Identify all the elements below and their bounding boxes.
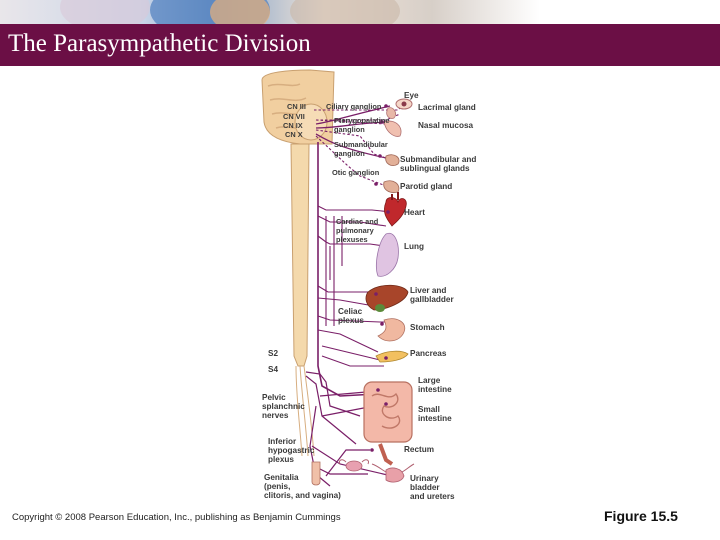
label-cn-10: CN X xyxy=(285,130,303,139)
label-large-intestine-2: intestine xyxy=(418,385,452,394)
label-s2: S2 xyxy=(268,349,278,358)
eye xyxy=(395,98,413,110)
label-genitalia-2: (penis, xyxy=(264,482,290,491)
label-cardiac-plexus-3: plexuses xyxy=(336,235,368,244)
slide-title: The Parasympathetic Division xyxy=(8,30,311,57)
label-cn-3: CN III xyxy=(287,102,306,111)
label-pancreas: Pancreas xyxy=(410,349,447,358)
header-image-blob xyxy=(290,0,400,24)
label-parotid-gland: Parotid gland xyxy=(400,182,452,191)
label-submandibular-ganglion: Submandibular xyxy=(334,140,388,149)
ganglia xyxy=(370,104,390,452)
label-large-intestine: Large xyxy=(418,376,441,385)
nasal-mucosa xyxy=(383,120,402,137)
label-bladder: Urinary xyxy=(410,474,439,483)
pancreas xyxy=(375,350,409,363)
label-ciliary-ganglion: Ciliary ganglion xyxy=(326,102,382,111)
label-otic-ganglion: Otic ganglion xyxy=(332,168,380,177)
label-cn-7: CN VII xyxy=(283,112,305,121)
copyright-text: Copyright © 2008 Pearson Education, Inc.… xyxy=(12,512,341,523)
label-hypogastric-plexus-3: plexus xyxy=(268,455,294,464)
label-eye: Eye xyxy=(404,91,419,100)
title-bar: The Parasympathetic Division xyxy=(0,24,720,66)
label-celiac-plexus: Celiac xyxy=(338,307,363,316)
label-pelvic-nerves: Pelvic xyxy=(262,393,286,402)
header-image-blob xyxy=(60,0,150,24)
label-lung: Lung xyxy=(404,242,424,251)
label-pterygopalatine: Pterygopalatine xyxy=(334,116,389,125)
brain-illustration xyxy=(261,69,335,145)
intestines xyxy=(363,381,413,443)
label-liver: Liver and xyxy=(410,286,446,295)
label-genitalia-3: clitoris, and vagina) xyxy=(264,491,341,500)
urinary-bladder xyxy=(371,463,415,483)
label-pterygopalatine-2: ganglion xyxy=(334,125,365,134)
spinal-cord xyxy=(290,143,310,367)
label-nasal-mucosa: Nasal mucosa xyxy=(418,121,474,130)
rectum xyxy=(378,443,394,466)
label-heart: Heart xyxy=(404,208,425,217)
label-cn-9: CN IX xyxy=(283,121,303,130)
label-celiac-plexus-2: plexus xyxy=(338,316,364,325)
label-hypogastric-plexus-2: hypogastric xyxy=(268,446,315,455)
liver-gallbladder xyxy=(365,284,409,312)
label-small-intestine: Small xyxy=(418,405,440,414)
label-cardiac-plexus-2: pulmonary xyxy=(336,226,375,235)
label-liver-2: gallbladder xyxy=(410,295,454,304)
label-s4: S4 xyxy=(268,365,278,374)
submandibular-gland xyxy=(385,154,400,166)
stomach xyxy=(377,318,406,342)
label-submandibular-ganglion-2: ganglion xyxy=(334,149,365,158)
vagus-nerve xyxy=(317,142,377,397)
label-small-intestine-2: intestine xyxy=(418,414,452,423)
label-genitalia: Genitalia xyxy=(264,473,299,482)
figure-number: Figure 15.5 xyxy=(604,508,678,524)
label-hypogastric-plexus: Inferior xyxy=(268,437,297,446)
label-rectum: Rectum xyxy=(404,445,434,454)
label-pelvic-nerves-3: nerves xyxy=(262,411,289,420)
parasympathetic-diagram: CN III CN VII CN IX CN X Ciliary ganglio… xyxy=(261,69,476,501)
heart xyxy=(384,192,407,227)
parotid-gland xyxy=(383,180,400,193)
label-cardiac-plexus: Cardiac and xyxy=(336,217,379,226)
lung xyxy=(376,232,399,277)
label-submandibular-glands-2: sublingual glands xyxy=(400,164,470,173)
label-bladder-2: bladder xyxy=(410,483,440,492)
label-bladder-3: and ureters xyxy=(410,492,455,501)
label-pelvic-nerves-2: splanchnic xyxy=(262,402,305,411)
label-stomach: Stomach xyxy=(410,323,445,332)
label-submandibular-glands: Submandibular and xyxy=(400,155,476,164)
header-image-blob xyxy=(210,0,270,24)
header-image-strip xyxy=(0,0,720,24)
genitalia xyxy=(311,459,369,486)
lacrimal-gland xyxy=(386,107,396,119)
label-lacrimal-gland: Lacrimal gland xyxy=(418,103,476,112)
